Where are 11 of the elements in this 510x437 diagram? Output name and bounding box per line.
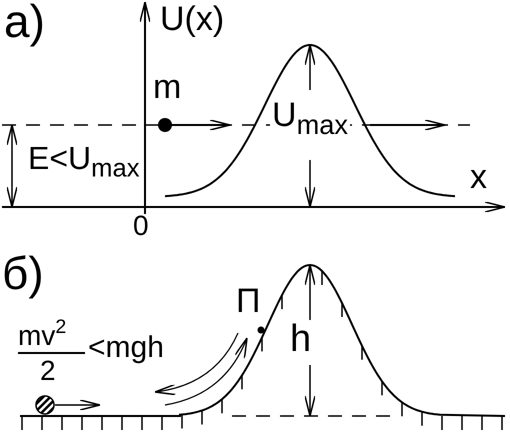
height-label: h (290, 320, 312, 358)
point-label: П (236, 284, 260, 318)
panel-label: б) (2, 250, 44, 296)
formula-denominator: 2 (40, 357, 56, 385)
axis-label: U(x) (160, 2, 224, 36)
mass-label: m (153, 70, 182, 104)
formula-numerator: mv$^{2}$ (18, 318, 66, 350)
origin-label: 0 (133, 212, 149, 240)
formula-text: <mgh (88, 333, 164, 363)
panel-label: а) (4, 0, 45, 44)
axis-label: x (470, 160, 487, 194)
